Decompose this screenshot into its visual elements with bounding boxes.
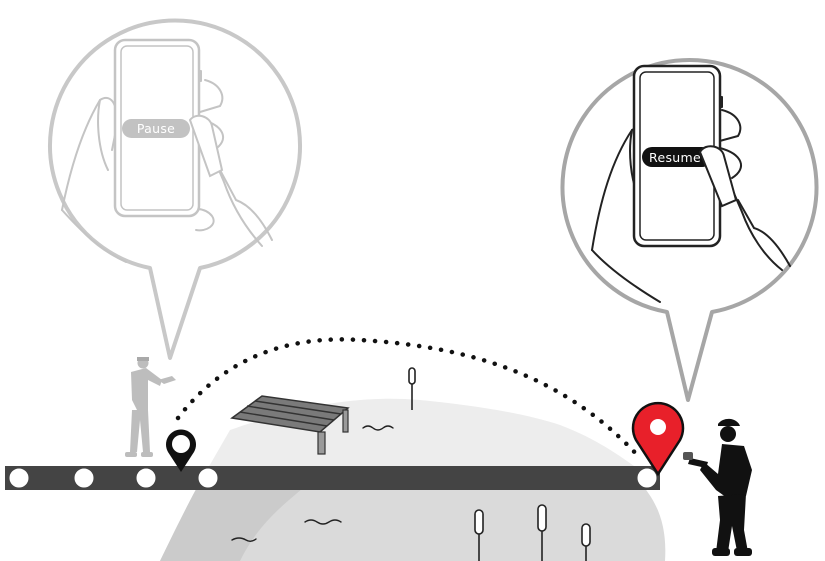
solar-panel-leg bbox=[318, 432, 325, 454]
resume-callout: Resume bbox=[563, 60, 817, 400]
pause-button-label: Pause bbox=[137, 121, 175, 136]
track-node bbox=[9, 468, 29, 488]
pause-button[interactable]: Pause bbox=[122, 119, 190, 138]
resume-location-pin-icon bbox=[633, 403, 683, 474]
terrain bbox=[160, 368, 665, 561]
track-node bbox=[198, 468, 218, 488]
pause-callout: Pause bbox=[50, 21, 300, 358]
track-node bbox=[637, 468, 657, 488]
track-node bbox=[74, 468, 94, 488]
operator-active-figure bbox=[683, 419, 752, 556]
resume-button-label: Resume bbox=[649, 150, 701, 165]
solar-panel-leg-rear bbox=[343, 410, 348, 432]
track-node bbox=[136, 468, 156, 488]
track-bar bbox=[5, 466, 660, 490]
track bbox=[5, 466, 660, 490]
pause-location-pin-icon bbox=[166, 430, 196, 472]
